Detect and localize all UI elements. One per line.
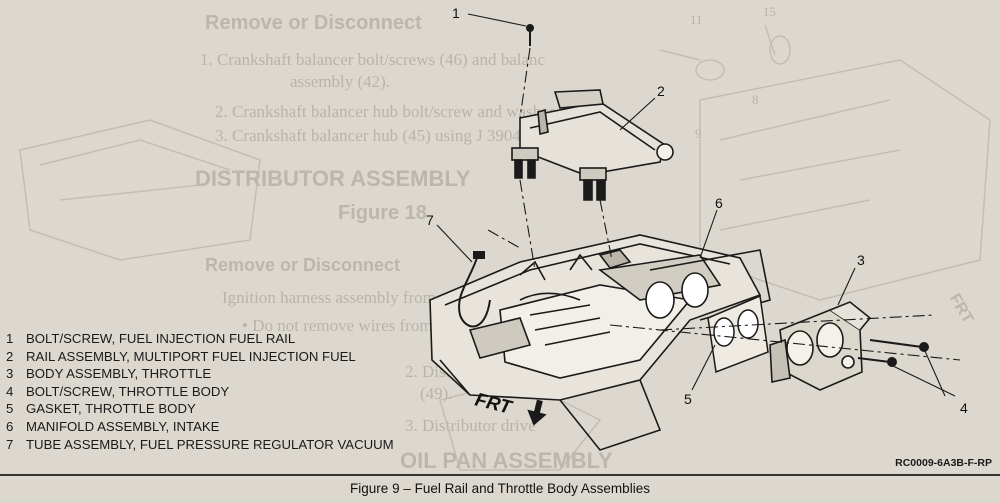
bleed-num-11: 11 [690,12,703,27]
ghost-engine-art [19,24,991,471]
callout-4: 4 [960,400,968,416]
vacuum-tube [458,251,491,328]
throttle-body-bolts [857,339,929,367]
bleed-num-15: 15 [763,4,776,19]
figure-caption: Figure 9 – Fuel Rail and Throttle Body A… [350,481,650,496]
divider-rule [0,474,1000,476]
bleed-dist-drive: 3. Distributor drive [405,416,536,435]
assembly-centerlines [487,47,961,361]
callout-5: 5 [684,391,692,407]
bleed-heading-distributor: DISTRIBUTOR ASSEMBLY [195,166,471,191]
throttle-body [769,301,872,391]
callout-2: 2 [657,83,665,99]
bleed-num-9: 9 [695,126,702,141]
reference-code: RC0009-6A3B-F-RP [895,457,992,469]
fuel-rail-bolt [526,24,534,46]
bleed-heading-remove-2: Remove or Disconnect [205,255,401,275]
callout-7: 7 [426,212,434,228]
fuel-rail-assembly [511,89,674,201]
front-arrow-icon [527,399,547,426]
bleed-line-2: 2. Crankshaft balancer hub bolt/screw an… [215,102,558,121]
bleed-heading-remove: Remove or Disconnect [205,12,422,34]
bleed-line-1b: assembly (42). [290,72,391,91]
bleed-line-3: 3. Crankshaft balancer hub (45) using J … [215,126,534,145]
bleed-num-8: 8 [752,92,759,107]
intake-manifold [429,234,771,451]
callout-1: 1 [452,5,460,21]
throttle-body-gasket [707,294,769,374]
bleed-heading-oil: OIL PAN ASSEMBLY [400,448,613,473]
bleed-figure-ref: Figure 18 [338,202,427,224]
leader-lines [436,13,956,397]
exploded-diagram: 1 2 3 4 5 6 7 FRT [19,5,991,471]
callout-6: 6 [715,195,723,211]
bleed-line-1: 1. Crankshaft balancer bolt/screws (46) … [200,50,546,69]
callout-3: 3 [857,252,865,268]
